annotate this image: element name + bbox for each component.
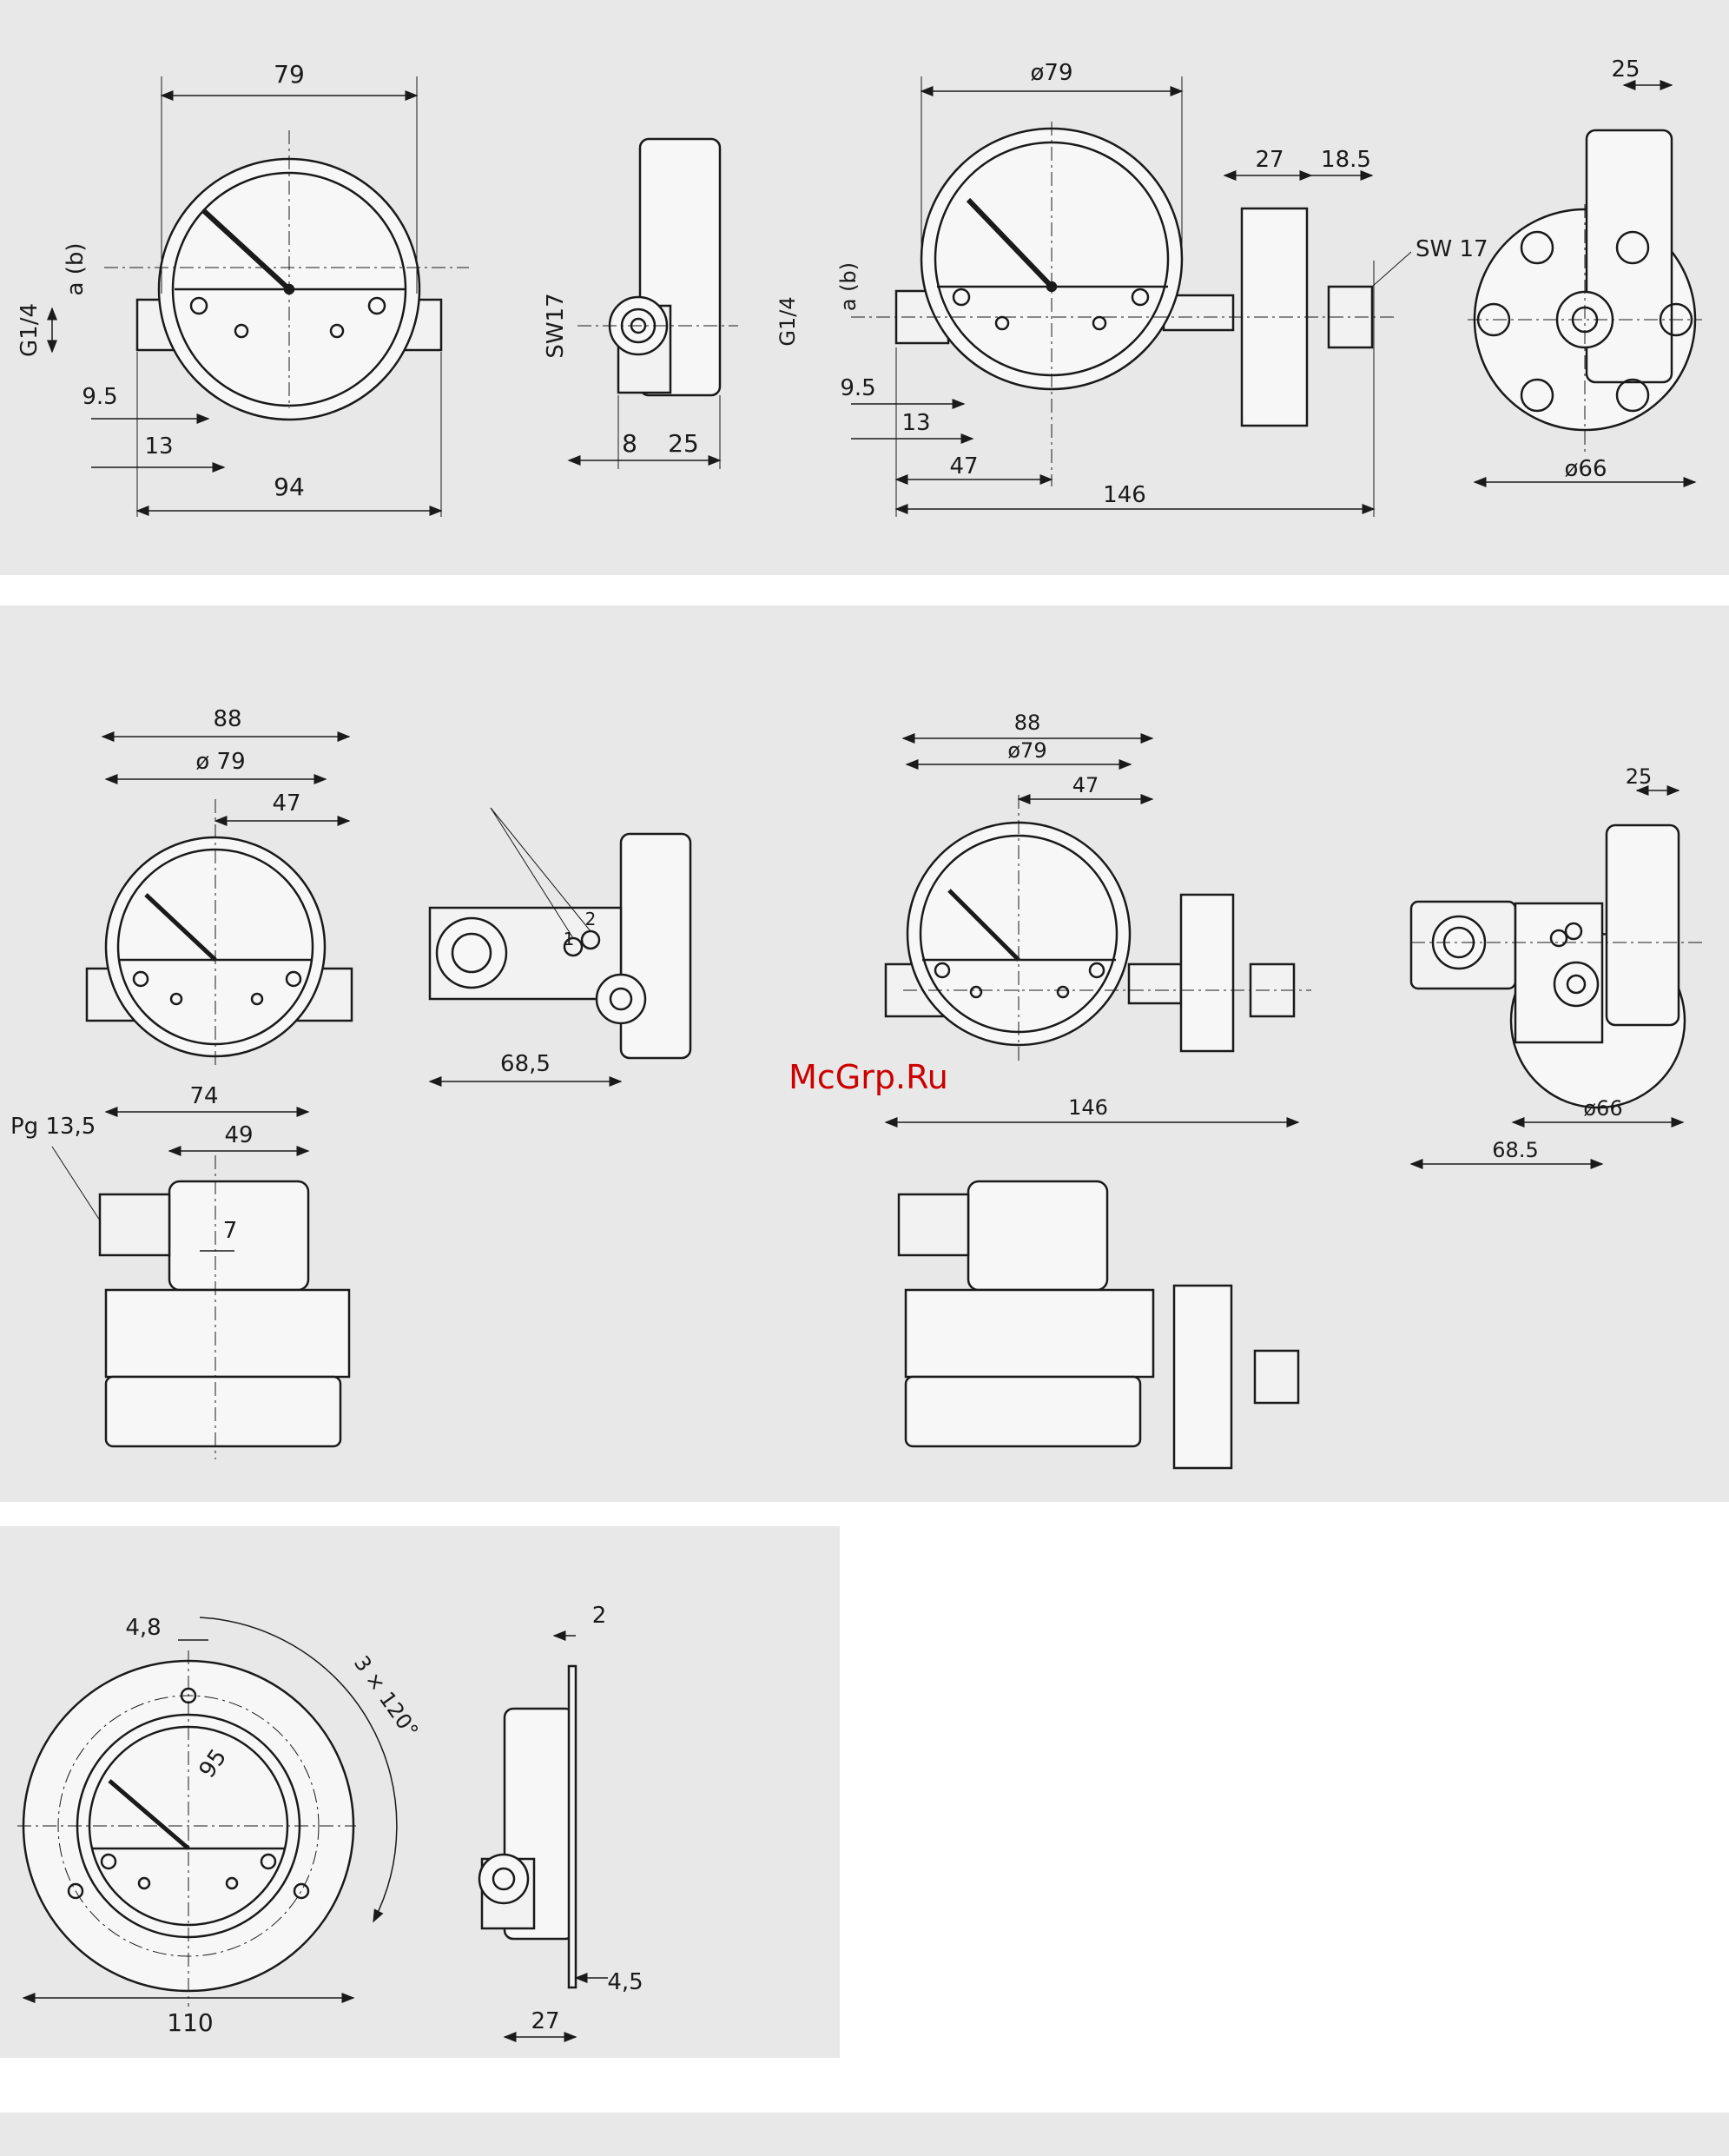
panel1-front-d2-label: 13 xyxy=(144,433,173,460)
panel1-side-d2-label: 25 xyxy=(668,429,699,458)
panel2-lower-cable-label: Pg 13,5 xyxy=(10,1114,96,1140)
panel1-side2-d25-label: 25 xyxy=(1611,56,1640,83)
panel2-side-d685-label: 68,5 xyxy=(500,1051,551,1077)
panel2-side2-d25-label: 25 xyxy=(1626,764,1653,789)
panel2-side-n2-label: 2 xyxy=(585,909,597,929)
panel3-side-d45-label: 4,5 xyxy=(607,1969,643,1995)
panel2-front-d47-label: 47 xyxy=(272,790,300,817)
panel1-side2-dia-label: ø66 xyxy=(1565,456,1607,482)
panel2-lower-d7-label: 7 xyxy=(223,1218,238,1244)
panel1-front2-dia-label: ø79 xyxy=(1031,60,1073,86)
panel1-front2-total-label: 146 xyxy=(1103,482,1146,508)
panel2-side-n1-label: 1 xyxy=(564,929,575,949)
panel1-front2-d47-label: 47 xyxy=(949,453,978,479)
panel2-side2-d685-label: 68.5 xyxy=(1492,1138,1538,1162)
panel1-front-conn-label: G1/4 xyxy=(16,303,43,357)
panel3-side-d27-label: 27 xyxy=(531,2008,559,2034)
panel3-side-d2-label: 2 xyxy=(592,1603,607,1629)
panel1-front2-d2-label: 13 xyxy=(901,410,930,436)
panel3-front-d48-label: 4,8 xyxy=(125,1615,161,1641)
panel2-lower-d74-label: 74 xyxy=(189,1083,218,1109)
panel1-side-d1-label: 8 xyxy=(622,429,637,458)
panel1-front-d1-label: 9.5 xyxy=(82,384,117,410)
panel2-front2-w88-label: 88 xyxy=(1014,711,1041,735)
panel3-front-d110-label: 110 xyxy=(167,2008,213,2037)
panel2-front-w88-label: 88 xyxy=(213,706,241,732)
panel1-front2-conn-label: G1/4 xyxy=(775,296,800,346)
panel2-front2-total-label: 146 xyxy=(1068,1095,1108,1120)
panel1-front2-d1-label: 9.5 xyxy=(840,375,875,401)
panel1-front-total-label: 94 xyxy=(274,473,305,501)
panel1-front2-wrench-label: SW 17 xyxy=(1416,236,1488,262)
panel2-lower-d49-label: 49 xyxy=(224,1122,253,1148)
panel1-front2-port-label: a (b) xyxy=(836,262,861,311)
watermark: McGrp.Ru xyxy=(789,1058,948,1096)
panel2-front2-dia-label: ø79 xyxy=(1007,738,1046,763)
panel2-front2-d47-label: 47 xyxy=(1072,773,1099,797)
panel1-side-wrench-label: SW17 xyxy=(543,293,569,358)
panel1-front2-d185-label: 18.5 xyxy=(1321,147,1371,173)
panel-4-background xyxy=(0,2113,1729,2156)
panel2-front-dia-label: ø 79 xyxy=(195,749,245,775)
panel1-front-width-label: 79 xyxy=(274,60,305,89)
panel2-side2-dia-label: ø66 xyxy=(1583,1096,1622,1121)
panel1-front2-d27-label: 27 xyxy=(1255,147,1284,173)
panel1-front-port-label: a (b) xyxy=(63,243,89,296)
